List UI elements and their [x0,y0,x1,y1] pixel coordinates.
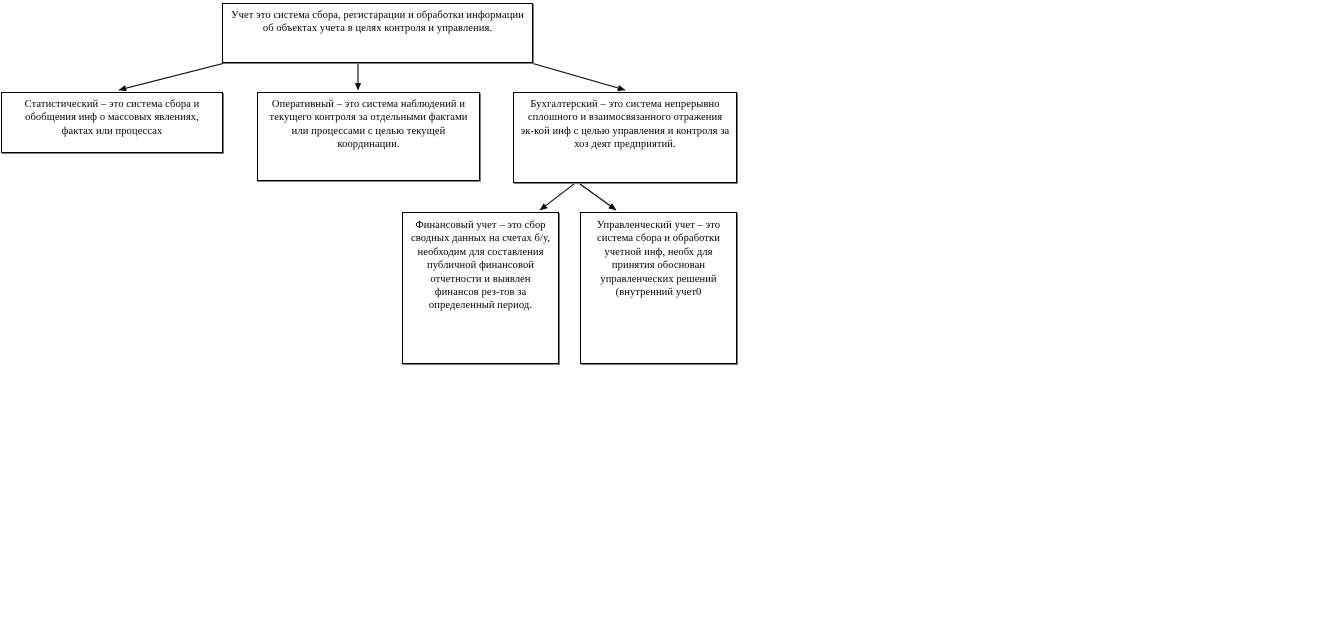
node-label: Оперативный – это система наблюдений и т… [269,99,468,151]
financial-accounting-node: Финансовый учет – это сбор сводных данны… [402,212,559,364]
edge-root-to-accounting [532,62,626,92]
statistical-accounting-node: Статистический – это система сбора и обо… [1,92,223,153]
operational-accounting-node: Оперативный – это система наблюдений и т… [257,92,480,181]
node-label: Бухгалтерский – это система непрерывно с… [520,99,730,151]
node-label: Учет это система сбора, регистарации и о… [231,10,524,35]
node-label: Финансовый учет – это сбор сводных данны… [410,220,551,312]
bookkeeping-accounting-node: Бухгалтерский – это система непрерывно с… [513,92,737,183]
edge-root-to-statistical [118,62,224,92]
edge-accounting-to-managerial [579,183,617,211]
node-label: Управленческий учет – это система сбора … [596,220,721,299]
node-label: Статистический – это система сбора и обо… [24,99,200,137]
accounting-definition-node: Учет это система сбора, регистарации и о… [222,3,533,63]
managerial-accounting-node: Управленческий учет – это система сбора … [580,212,737,364]
edge-accounting-to-financial [539,183,575,211]
